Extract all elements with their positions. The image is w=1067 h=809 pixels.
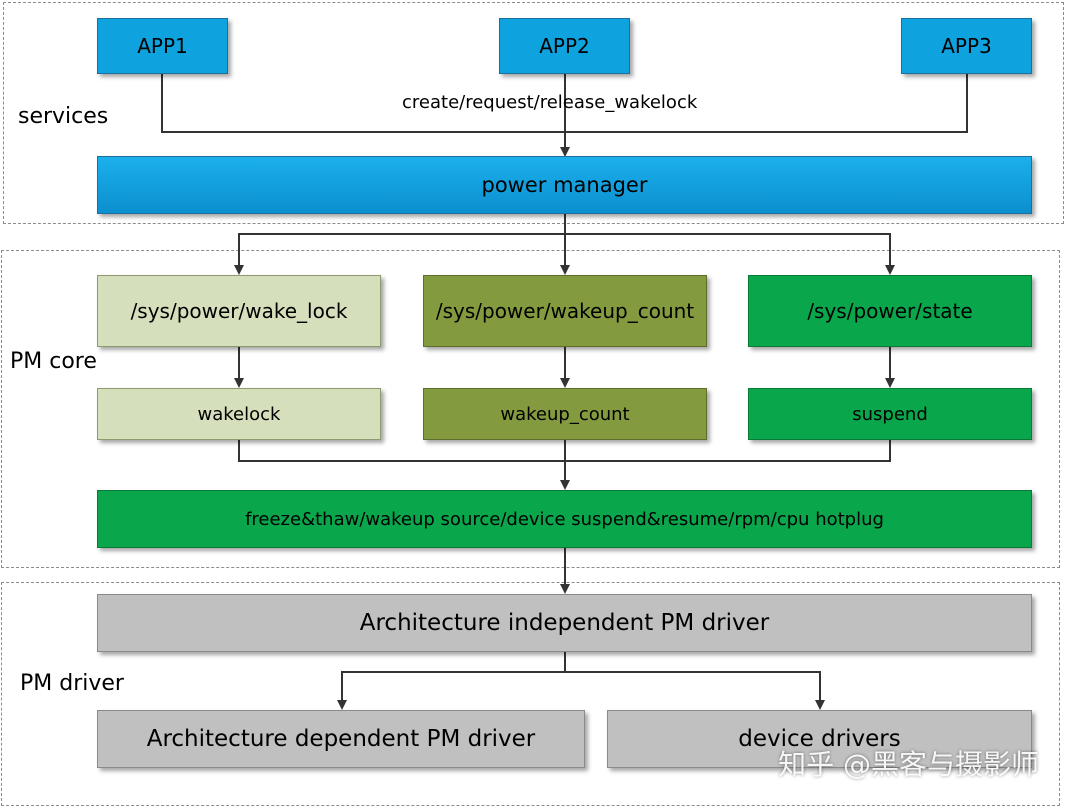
services-label: services [18,104,109,129]
wakeup-count-box: wakeup_count [423,388,707,440]
watermark: 知乎 @黑客与摄影师 [778,748,1039,781]
arch-dependent-pm-driver-box: Architecture dependent PM driver [97,710,585,768]
sys-power-wakeup-count-box: /sys/power/wakeup_count [423,275,707,347]
app2-box: APP2 [499,18,630,74]
arch-independent-pm-driver-box: Architecture independent PM driver [97,594,1032,652]
device-drivers-box: device drivers [607,710,1032,768]
suspend-box: suspend [748,388,1032,440]
wakelock-api-label: create/request/release_wakelock [402,92,698,113]
sys-power-state-box: /sys/power/state [748,275,1032,347]
app1-box: APP1 [97,18,228,74]
pm-driver-label: PM driver [20,671,124,696]
pm-core-region [1,250,1060,568]
sys-power-wake-lock-box: /sys/power/wake_lock [97,275,381,347]
pm-driver-region [1,582,1060,806]
power-manager-box: power manager [97,156,1032,214]
wakelock-box: wakelock [97,388,381,440]
services-region [3,2,1064,224]
app3-box: APP3 [901,18,1032,74]
pm-core-mechanisms-box: freeze&thaw/wakeup source/device suspend… [97,490,1032,548]
pm-core-label: PM core [10,349,97,374]
